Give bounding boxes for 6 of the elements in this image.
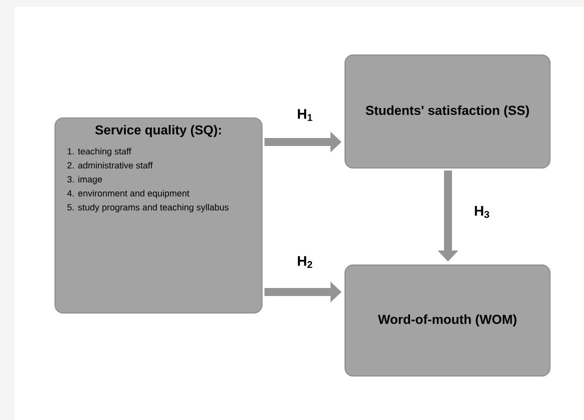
- edge-label: H$_{2}$: [298, 256, 312, 268]
- concept-box: Students' satisfaction (SS): [344, 54, 550, 168]
- edge-label: H$_{1}$: [298, 109, 312, 121]
- concept-box: Service quality (SQ): 1. teaching staff 2. administrative staff 3. image 4. environment and equipment 5. study programs and teaching syllabus: [54, 118, 262, 314]
- edge-label: H$_{3}$: [474, 206, 490, 218]
- concept-box: Word-of-mouth (WOM): [344, 264, 550, 376]
